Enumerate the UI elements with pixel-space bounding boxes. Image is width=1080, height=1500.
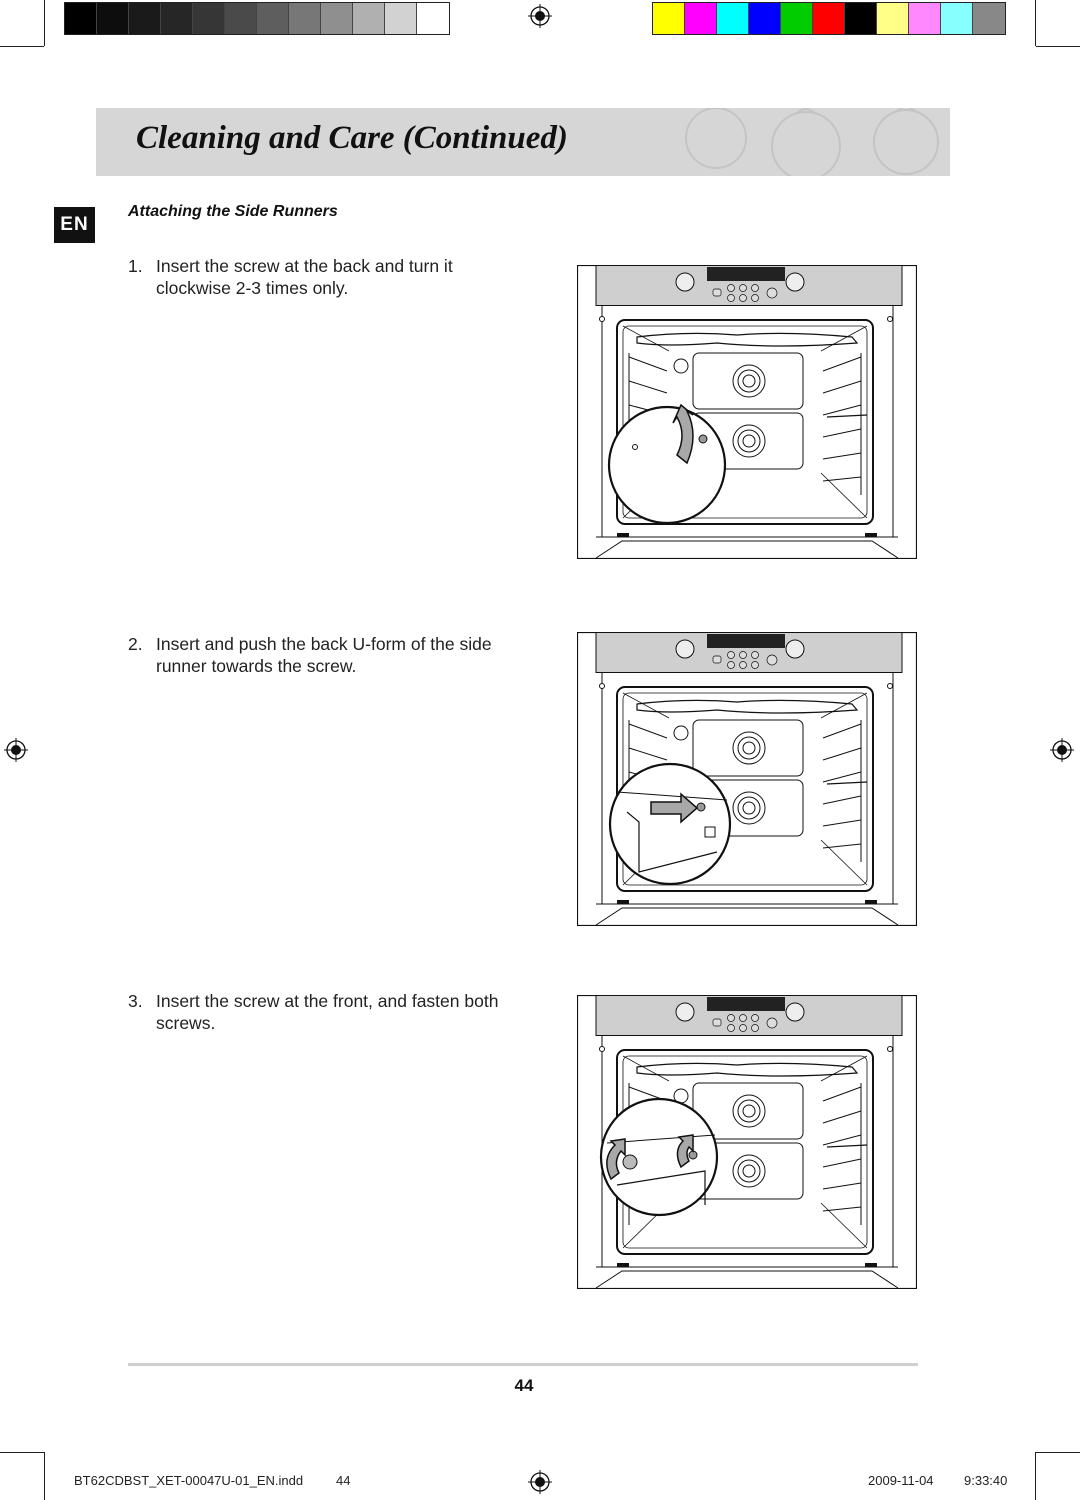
slug-time: 9:33:40 xyxy=(964,1473,1008,1488)
step-2: 2. Insert and push the back U-form of th… xyxy=(128,633,528,677)
step1-oven-illustration xyxy=(577,265,917,559)
color-swatch xyxy=(781,3,813,34)
gray-swatch xyxy=(161,3,193,34)
color-swatch xyxy=(877,3,909,34)
gray-swatch xyxy=(385,3,417,34)
color-swatch xyxy=(941,3,973,34)
step-number: 1. xyxy=(128,256,143,276)
grayscale-color-bar xyxy=(64,2,450,35)
step-1: 1. Insert the screw at the back and turn… xyxy=(128,255,528,299)
process-color-bar xyxy=(652,2,1006,35)
rotate-arrow-icon xyxy=(676,1134,694,1169)
color-swatch xyxy=(909,3,941,34)
registration-mark-icon xyxy=(1050,738,1074,762)
color-swatch xyxy=(653,3,685,34)
fasten-screws-callout xyxy=(599,1097,719,1217)
gray-swatch xyxy=(193,3,225,34)
section-title: Attaching the Side Runners xyxy=(128,203,338,220)
registration-mark-icon xyxy=(528,1470,552,1494)
color-swatch xyxy=(813,3,845,34)
language-badge: EN xyxy=(54,207,95,243)
step-number: 3. xyxy=(128,991,143,1011)
footer-rule xyxy=(128,1363,918,1366)
color-swatch xyxy=(685,3,717,34)
step3-oven-illustration xyxy=(577,995,917,1289)
gray-swatch xyxy=(321,3,353,34)
step-text: Insert and push the back U-form of the s… xyxy=(156,634,492,676)
push-arrow-icon xyxy=(650,792,699,824)
gray-swatch xyxy=(257,3,289,34)
page-number: 44 xyxy=(514,1376,534,1395)
page-title: Cleaning and Care (Continued) xyxy=(136,120,568,156)
gray-swatch xyxy=(289,3,321,34)
rotate-arrow-icon xyxy=(672,403,694,465)
gray-swatch xyxy=(417,3,449,34)
step-text: Insert the screw at the back and turn it… xyxy=(156,256,453,298)
decorative-vegetables-watermark xyxy=(685,108,939,176)
step-number: 2. xyxy=(128,634,143,654)
step-3: 3. Insert the screw at the front, and fa… xyxy=(128,990,528,1034)
step-text: Insert the screw at the front, and faste… xyxy=(156,991,499,1033)
rotate-arrow-icon xyxy=(606,1138,626,1181)
gray-swatch xyxy=(353,3,385,34)
step2-oven-illustration xyxy=(577,632,917,926)
color-swatch xyxy=(717,3,749,34)
slug-date: 2009-11-04 xyxy=(868,1473,934,1488)
color-swatch xyxy=(749,3,781,34)
slug-filename: BT62CDBST_XET-00047U-01_EN.indd xyxy=(74,1473,304,1488)
gray-swatch xyxy=(225,3,257,34)
color-swatch xyxy=(973,3,1005,34)
registration-mark-icon xyxy=(528,4,552,28)
header-band: Cleaning and Care (Continued) xyxy=(96,108,950,176)
gray-swatch xyxy=(129,3,161,34)
color-swatch xyxy=(845,3,877,34)
push-arrow-callout xyxy=(608,762,732,886)
gray-swatch xyxy=(97,3,129,34)
slug-file-page: 44 xyxy=(336,1473,351,1488)
screw-rotate-callout xyxy=(607,403,727,525)
gray-swatch xyxy=(65,3,97,34)
registration-mark-icon xyxy=(4,738,28,762)
